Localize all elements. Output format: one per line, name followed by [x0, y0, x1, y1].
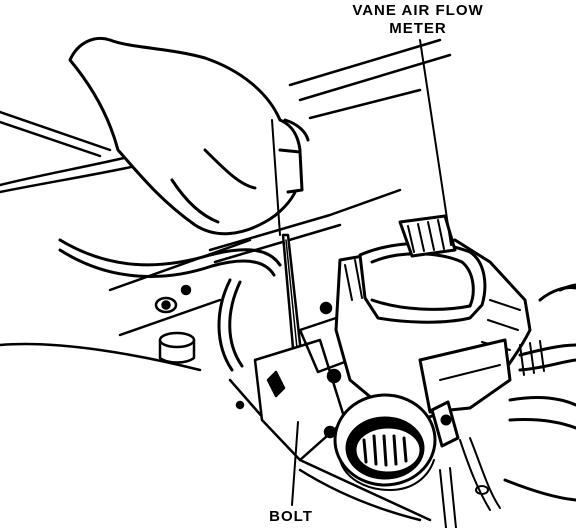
bolt-leader-line	[291, 421, 299, 506]
mounting-bracket	[253, 301, 352, 462]
vane-air-flow-meter-label: VANE AIR FLOW METER	[318, 2, 518, 38]
meter-leader-line	[419, 39, 452, 246]
hand	[68, 36, 310, 236]
vane-label-line-2: METER	[389, 20, 447, 37]
vane-air-flow-meter	[334, 214, 532, 448]
bolt-label: BOLT	[269, 508, 313, 525]
cables	[439, 437, 501, 528]
air-duct	[503, 283, 576, 502]
intake-opening	[333, 393, 437, 491]
vane-label-line-1: VANE AIR FLOW	[352, 2, 484, 19]
hose	[58, 238, 282, 372]
mounting-nuts	[154, 284, 245, 410]
